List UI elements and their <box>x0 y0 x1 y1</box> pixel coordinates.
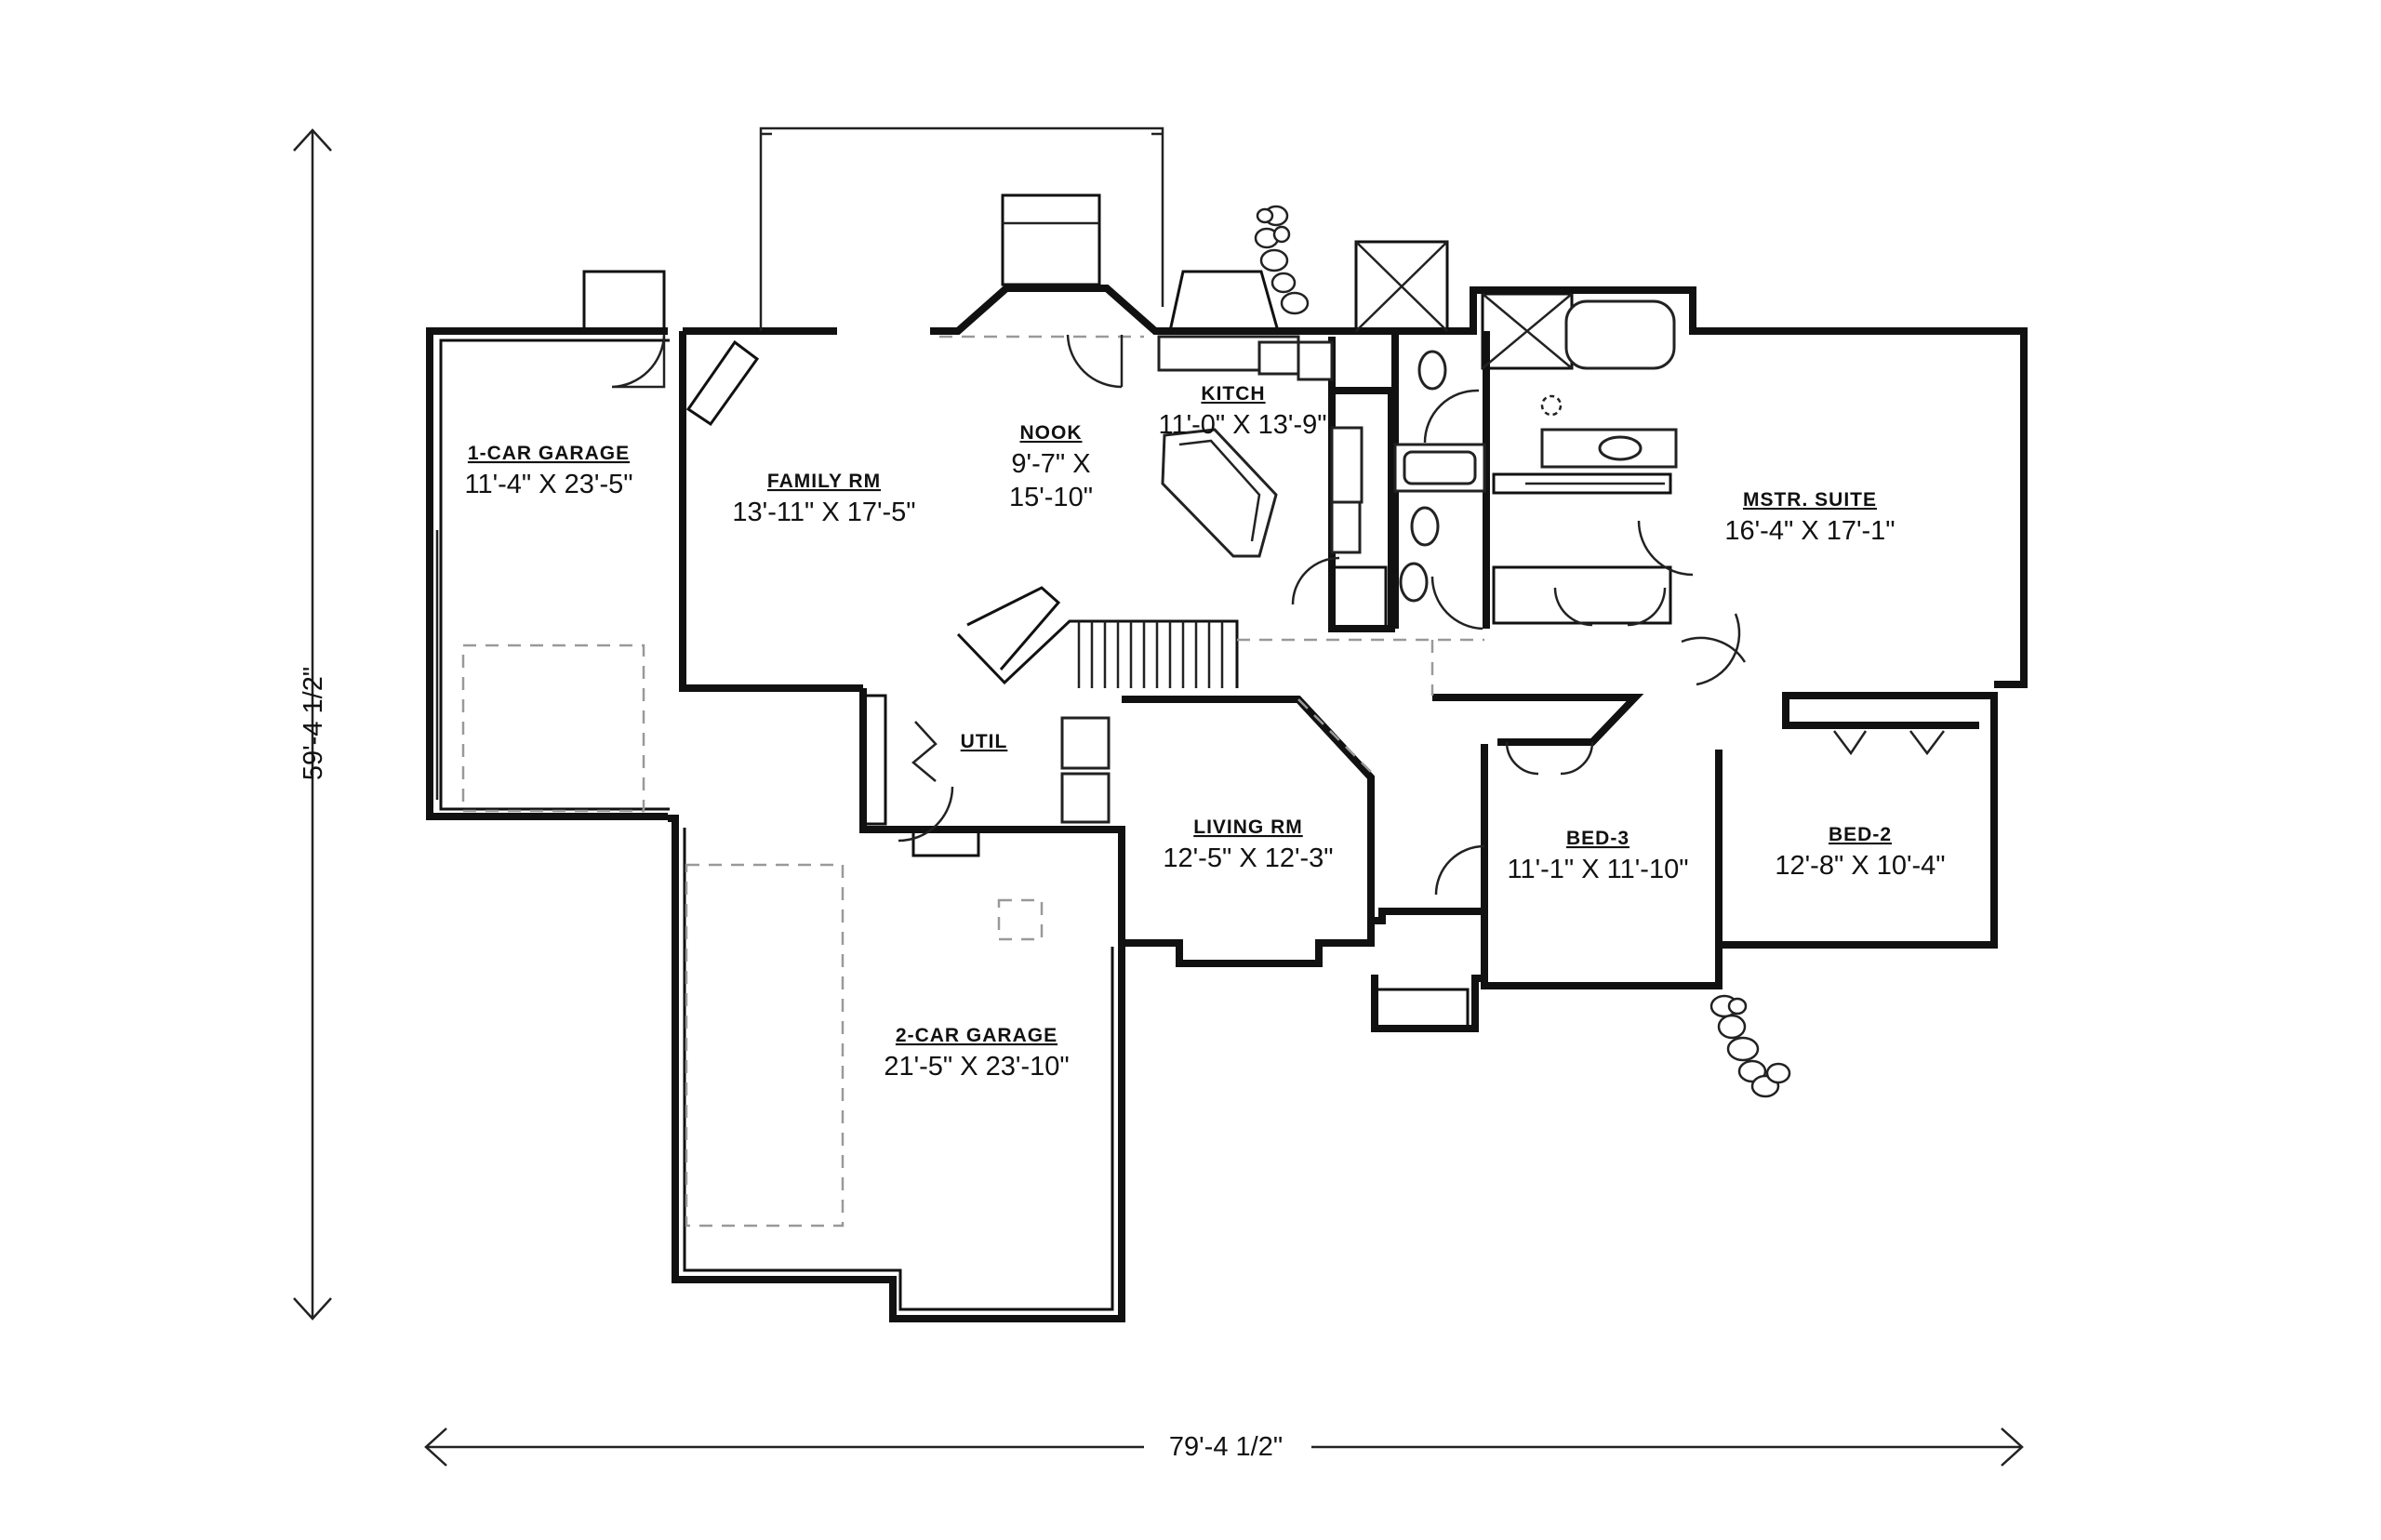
overall-depth-label: 59'-4 1/2" <box>299 667 328 780</box>
dashed-lines <box>461 335 1484 1228</box>
room-name: KITCH <box>1201 383 1265 405</box>
room-size: 12'-5" X 12'-3" <box>1163 843 1333 873</box>
overall-depth-dimension: 59'-4 1/2" <box>293 128 332 1321</box>
rock <box>1717 1014 1747 1040</box>
room-label-bed2: BED-2 12'-8" X 10'-4" <box>1775 824 1945 881</box>
rear-patio <box>759 126 1164 331</box>
rock <box>1256 207 1274 224</box>
room-size: 16'-4" X 17'-1" <box>1724 516 1895 546</box>
room-name: LIVING RM <box>1193 816 1303 838</box>
room-size: 11'-4" X 23'-5" <box>464 470 632 499</box>
room-name: 2-CAR GARAGE <box>896 1025 1057 1046</box>
room-label-garage1: 1-CAR GARAGE 11'-4" X 23'-5" <box>464 443 632 499</box>
room-label-kitchen: KITCH 11'-0" X 13'-9" <box>1158 383 1326 440</box>
rock <box>1259 248 1289 272</box>
rock <box>1272 225 1291 244</box>
room-size: 12'-8" X 10'-4" <box>1775 851 1945 881</box>
walls <box>426 285 2028 1322</box>
room-name: BED-3 <box>1566 828 1629 849</box>
rock <box>1727 997 1748 1016</box>
room-label-master: MSTR. SUITE 16'-4" X 17'-1" <box>1724 489 1895 546</box>
garage-bump <box>582 270 666 333</box>
overall-width-dimension: 79'-4 1/2" <box>424 1427 2024 1467</box>
room-size: 21'-5" X 23'-10" <box>884 1052 1069 1082</box>
overall-width-label: 79'-4 1/2" <box>1169 1432 1283 1462</box>
room-name: MSTR. SUITE <box>1743 489 1877 511</box>
room-name: BED-2 <box>1829 824 1892 845</box>
exterior-shower <box>1354 240 1449 333</box>
room-size: 9'-7" X <box>1011 449 1090 479</box>
room-name: NOOK <box>1020 422 1083 444</box>
room-label-garage2: 2-CAR GARAGE 21'-5" X 23'-10" <box>884 1025 1069 1082</box>
room-label-living: LIVING RM 12'-5" X 12'-3" <box>1163 816 1333 873</box>
room-label-nook: NOOK 9'-7" X 15'-10" <box>1009 422 1093 512</box>
landscape-rocks-rear <box>1254 205 1310 315</box>
room-size: 13'-11" X 17'-5" <box>732 498 915 527</box>
room-name: UTIL <box>961 731 1008 752</box>
stairs <box>956 586 1239 688</box>
fixtures <box>861 292 1678 1029</box>
room-name: 1-CAR GARAGE <box>468 443 630 464</box>
rock <box>1726 1036 1760 1062</box>
landscape-rocks-front <box>1709 994 1791 1098</box>
rock <box>1765 1062 1791 1084</box>
room-label-bed3: BED-3 11'-1" X 11'-10" <box>1507 828 1688 884</box>
room-size: 11'-0" X 13'-9" <box>1158 410 1326 440</box>
doors <box>611 334 1945 896</box>
room-label-util: UTIL <box>961 731 1008 752</box>
room-size: 15'-10" <box>1009 483 1093 512</box>
room-label-family: FAMILY RM 13'-11" X 17'-5" <box>732 471 915 527</box>
rock <box>1270 272 1297 294</box>
kitchen-bay <box>1168 270 1280 332</box>
hearth <box>1001 193 1101 286</box>
room-size: 11'-1" X 11'-10" <box>1507 855 1688 884</box>
rock <box>1280 291 1310 315</box>
fireplace-chase <box>685 339 760 427</box>
room-name: FAMILY RM <box>767 471 881 492</box>
